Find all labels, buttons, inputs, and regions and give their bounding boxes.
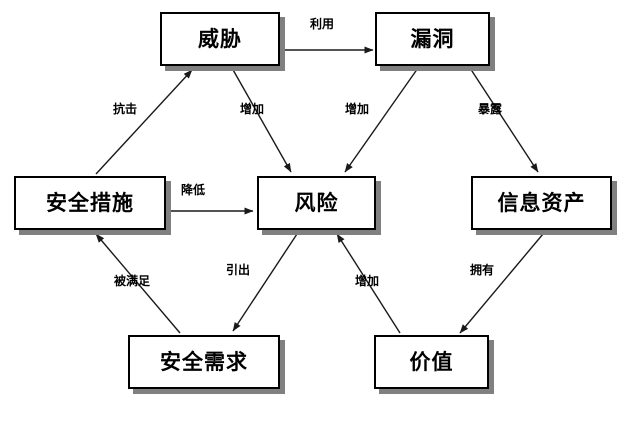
edge-label-value-increases-risk: 增加 (355, 274, 380, 288)
node-label-requirement: 安全需求 (160, 349, 248, 374)
edge-label-vulnerability-exposes-asset: 暴露 (478, 102, 503, 116)
edge-risk-derives-requirement (232, 233, 298, 332)
node-threat[interactable]: 威胁 (160, 12, 280, 66)
edge-threat-increases-risk (231, 67, 292, 173)
edge-label-requirement-satisfied-measure: 被满足 (114, 274, 151, 288)
edge-label-vulnerability-increases-risk: 增加 (345, 102, 370, 116)
node-label-asset: 信息资产 (497, 190, 586, 215)
edge-label-measure-reduces-risk: 降低 (181, 183, 206, 197)
edge-label-threat-exploits-vulnerability: 利用 (310, 17, 335, 31)
edge-label-asset-owns-value: 拥有 (470, 263, 495, 277)
node-label-measure: 安全措施 (46, 190, 134, 215)
node-value[interactable]: 价值 (374, 335, 489, 389)
edge-asset-owns-value (459, 233, 544, 334)
edge-vulnerability-exposes-asset (469, 67, 539, 173)
node-label-risk: 风险 (294, 190, 339, 215)
node-label-vulnerability: 漏洞 (410, 26, 455, 51)
edge-label-measure-resists-threat: 抗击 (113, 102, 138, 116)
node-vulnerability[interactable]: 漏洞 (375, 12, 490, 66)
node-label-threat: 威胁 (198, 26, 242, 51)
edge-label-threat-increases-risk: 增加 (240, 102, 265, 116)
node-requirement[interactable]: 安全需求 (128, 335, 280, 389)
node-risk[interactable]: 风险 (257, 176, 376, 230)
edge-vulnerability-increases-risk (344, 67, 419, 173)
node-measure[interactable]: 安全措施 (14, 176, 166, 230)
node-asset[interactable]: 信息资产 (471, 176, 612, 230)
node-label-value: 价值 (409, 349, 454, 374)
edge-measure-resists-threat (95, 69, 193, 175)
edge-label-risk-derives-requirement: 引出 (226, 263, 251, 277)
